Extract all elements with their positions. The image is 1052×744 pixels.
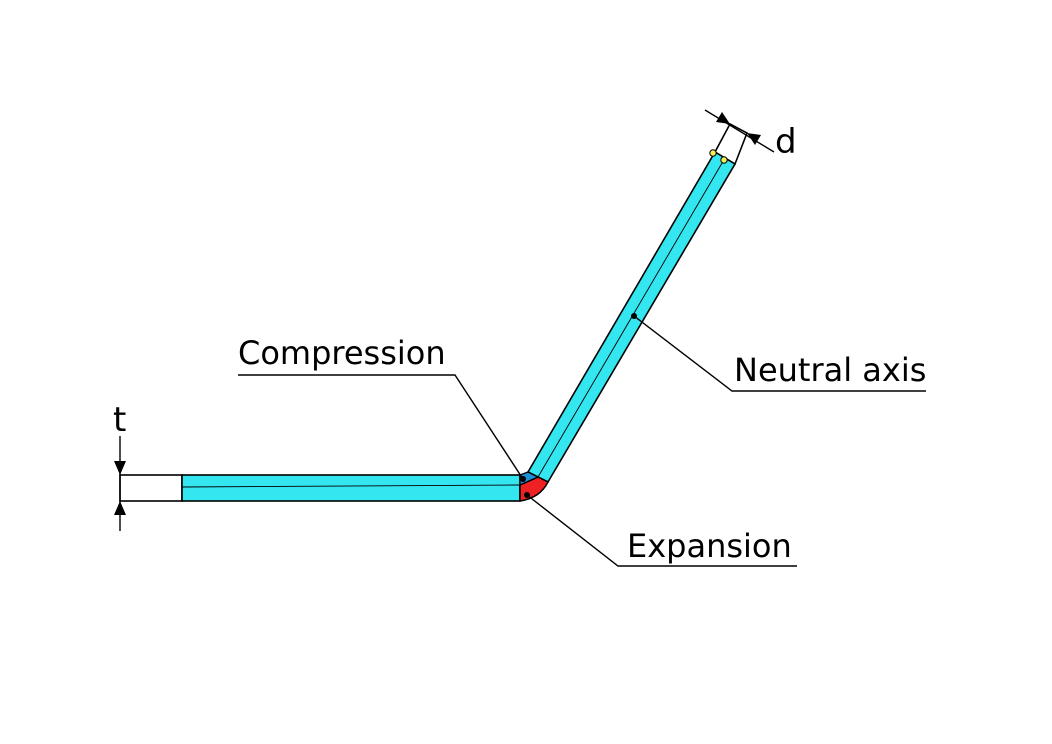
thickness-label: t	[113, 400, 126, 440]
neutral-axis-leader	[633, 315, 926, 392]
neutral-axis-label: Neutral axis	[734, 351, 926, 389]
distance-dimension-line	[704, 109, 775, 153]
distance-arrow-left-icon	[716, 112, 730, 124]
expansion-label: Expansion	[627, 527, 792, 565]
expansion-leader	[526, 494, 797, 567]
distance-label: d	[775, 122, 797, 162]
neutral-axis-marker-left	[709, 149, 717, 157]
distance-arrow-right-icon	[747, 133, 761, 145]
horizontal-flange-stub	[119, 474, 183, 502]
compression-label: Compression	[238, 334, 446, 372]
neutral-axis-marker-right	[720, 156, 728, 164]
horizontal-flange	[181, 474, 521, 502]
neutral-axis-horizontal	[181, 484, 521, 488]
thickness-arrow-top-icon	[114, 461, 126, 475]
bend-compression-zone	[519, 471, 540, 487]
thickness-arrow-bottom-icon	[114, 501, 126, 515]
compression-leader	[238, 374, 524, 480]
